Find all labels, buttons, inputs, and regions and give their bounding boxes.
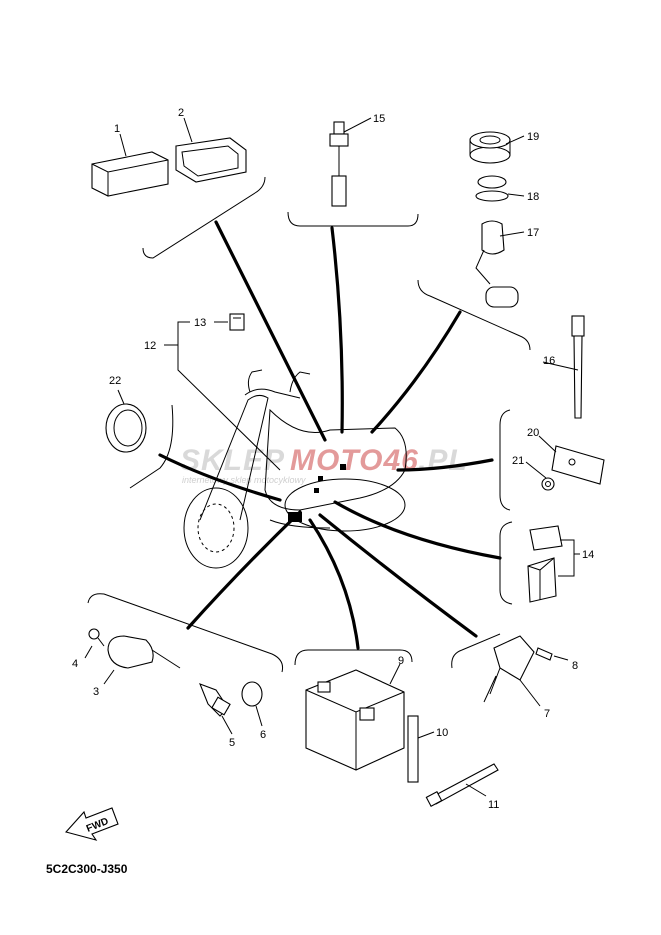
callout-3: 3 [93,686,99,698]
harness-connector-block [288,512,302,522]
callout-12: 12 [144,340,156,352]
callout-1: 1 [114,123,120,135]
left-mirror [247,369,263,393]
part-15-sensor [329,121,349,207]
right-mirror [289,371,311,393]
frame-bottom-right [451,633,501,669]
fwd-direction-arrow: FWD [64,807,119,841]
callout-6: 6 [260,729,266,741]
frame-top-center [287,211,419,227]
part-8-bolt [535,647,553,661]
part-6-cap [241,681,263,707]
callout-20: 20 [527,427,539,439]
part-20-plate [551,445,605,485]
wire-to-parts-20-21 [396,458,494,472]
panel-frames [87,176,531,673]
part-9-battery [305,669,405,771]
part-18-o-ring [475,175,509,202]
wire-to-part-15 [330,226,344,434]
wire-to-part-14 [333,500,502,560]
callout-4: 4 [72,658,78,670]
part-17-fuel-sender [475,220,519,308]
part-10-vent-tube [407,715,419,783]
harness-connector-a [340,464,346,470]
part-22-horn [105,403,147,453]
frame-top-right [417,279,531,351]
callout-16: 16 [543,355,555,367]
harness-connector-b [314,488,319,493]
wire-to-parts-9-11 [308,518,360,650]
part-13-fuse [229,313,245,331]
callout-13: 13 [194,317,206,329]
frame-right-upper [499,409,511,511]
floorboard [269,519,331,529]
wire-to-parts-3-6 [186,510,302,630]
part-5-plug-cap [199,683,231,717]
part-16-cable-tie [571,315,585,419]
callout-19: 19 [527,131,539,143]
part-1-cdi-unit [91,151,169,197]
callout-5: 5 [229,737,235,749]
callout-14: 14 [582,549,594,561]
body-panel [264,408,407,511]
harness-connector-c [318,476,323,481]
frame-bottom-center [294,649,413,666]
watermark: SKLEP MOTO46 .PL internetowy sklep motoc… [180,444,468,485]
fwd-arrow-icon [64,807,119,841]
part-11-battery-strap [425,763,499,807]
frame-right-lower [499,521,513,605]
frame-bottom-left [87,593,283,673]
part-21-nut [541,477,555,491]
part-3-ignition-coil [107,635,181,669]
callout-11: 11 [488,799,499,811]
part-7-rectifier [483,635,535,703]
diagram-code: 5C2C300-J350 [46,862,128,876]
callout-8: 8 [572,660,578,672]
wire-to-parts-1-2 [214,220,327,442]
wire-to-parts-17-19 [370,310,462,434]
callout-18: 18 [527,191,539,203]
callout-22: 22 [109,375,121,387]
callout-numbers: 1 2 3 4 5 6 7 8 9 10 11 12 13 14 15 16 1… [72,107,594,811]
part-2-regulator [175,137,247,183]
watermark-subtitle: internetowy sklep motocyklowy [182,475,306,485]
part-19-grommet [469,131,511,164]
front-wheel-hub [197,503,235,553]
callout-17: 17 [527,227,539,239]
frame-top-left [142,176,266,259]
handlebar [244,388,301,399]
harness-lines [158,220,502,650]
wire-to-part-22 [158,453,282,502]
watermark-accent-text: MOTO46 [290,444,419,477]
wire-to-parts-7-8 [318,513,478,638]
callout-15: 15 [373,113,385,125]
front-wheel [183,487,249,569]
callout-9: 9 [398,655,404,667]
scooter-outline [183,369,407,569]
callout-2: 2 [178,107,184,119]
part-14-relays [527,525,563,603]
rear-body [284,478,406,532]
frame-left [129,404,174,489]
watermark-suffix-text: .PL [418,444,468,477]
part-4-bolt [88,628,105,647]
callout-10: 10 [436,727,448,739]
leader-lines [84,117,580,797]
callout-7: 7 [544,708,550,720]
front-fork [199,394,269,521]
callout-21: 21 [512,455,524,467]
